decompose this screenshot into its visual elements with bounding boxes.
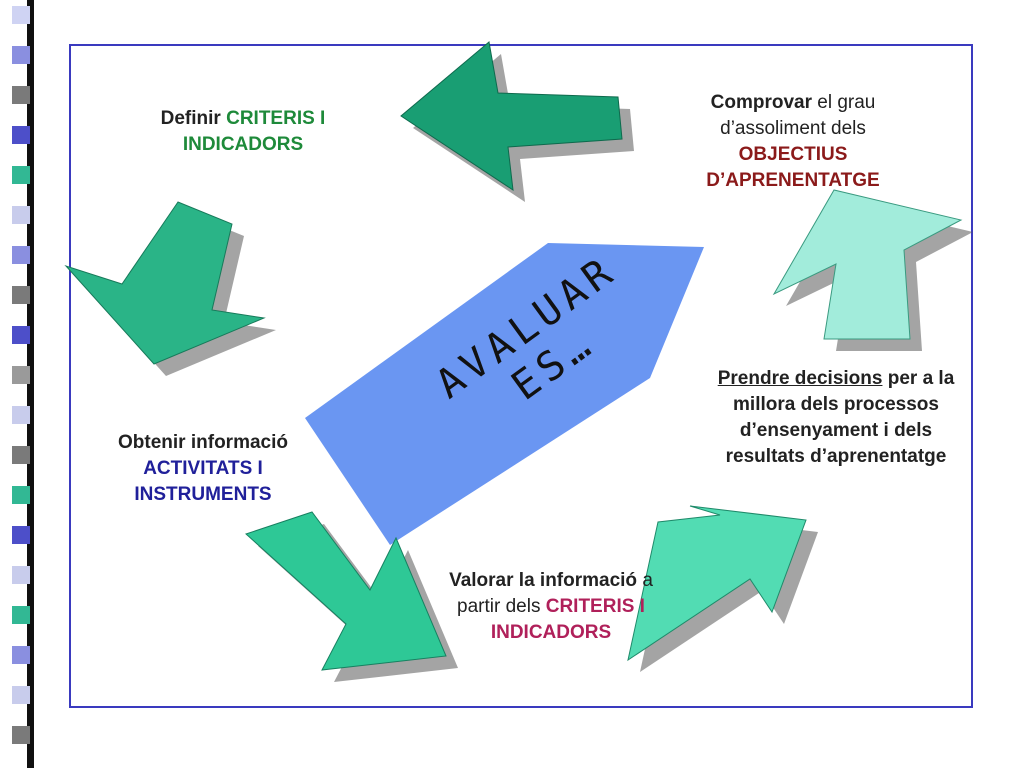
strip-square (12, 246, 30, 264)
strip-square (12, 206, 30, 224)
strip-square (12, 526, 30, 544)
arrow-right (772, 189, 973, 351)
center-shape (305, 243, 704, 545)
node-valorar: Valorar la informació a partir dels CRIT… (446, 568, 656, 646)
arrow-left-upper (64, 201, 276, 376)
node-obtenir-verb: Obtenir informació (118, 432, 288, 453)
node-prendre-rest: per a la millora dels processos d’enseny… (725, 368, 955, 467)
strip-square (12, 86, 30, 104)
strip-square (12, 606, 30, 624)
strip-square (12, 486, 30, 504)
node-valorar-rest: a partir dels (457, 570, 653, 617)
strip-square (12, 126, 30, 144)
node-comprovar-rest: el grau d’assoliment dels (720, 92, 876, 139)
strip-square (12, 646, 30, 664)
node-prendre: Prendre decisions per a la millora dels … (700, 366, 972, 470)
node-prendre-verb: Prendre decisions (717, 368, 883, 389)
strip-square (12, 406, 30, 424)
diagram-frame (69, 44, 973, 708)
node-comprovar: Comprovar el grau d’assoliment dels OBJE… (668, 90, 918, 194)
decorative-strip (0, 0, 46, 768)
strip-square (12, 166, 30, 184)
strip-square (12, 326, 30, 344)
node-definir-highlight: CRITERIS I INDICADORS (182, 108, 326, 155)
node-valorar-highlight: CRITERIS I INDICADORS (490, 596, 645, 643)
node-definir: Definir CRITERIS I INDICADORS (118, 106, 368, 158)
strip-square (12, 286, 30, 304)
strip-square (12, 566, 30, 584)
strip-square (12, 366, 30, 384)
arrow-bottom-right (627, 505, 818, 672)
node-obtenir: Obtenir informació ACTIVITATS I INSTRUME… (78, 430, 328, 508)
arrow-top (400, 41, 634, 202)
arrow-bottom-left (245, 511, 458, 682)
node-valorar-verb: Valorar la informació (449, 570, 638, 591)
strip-pillar (27, 0, 34, 768)
strip-square (12, 446, 30, 464)
node-comprovar-verb: Comprovar (710, 92, 812, 113)
strip-square (12, 726, 30, 744)
node-comprovar-highlight: OBJECTIUS D’APRENENTATGE (706, 144, 880, 191)
strip-square (12, 6, 30, 24)
strip-square (12, 686, 30, 704)
node-obtenir-highlight: ACTIVITATS I INSTRUMENTS (134, 458, 272, 505)
node-definir-verb: Definir (160, 108, 221, 129)
strip-square (12, 46, 30, 64)
